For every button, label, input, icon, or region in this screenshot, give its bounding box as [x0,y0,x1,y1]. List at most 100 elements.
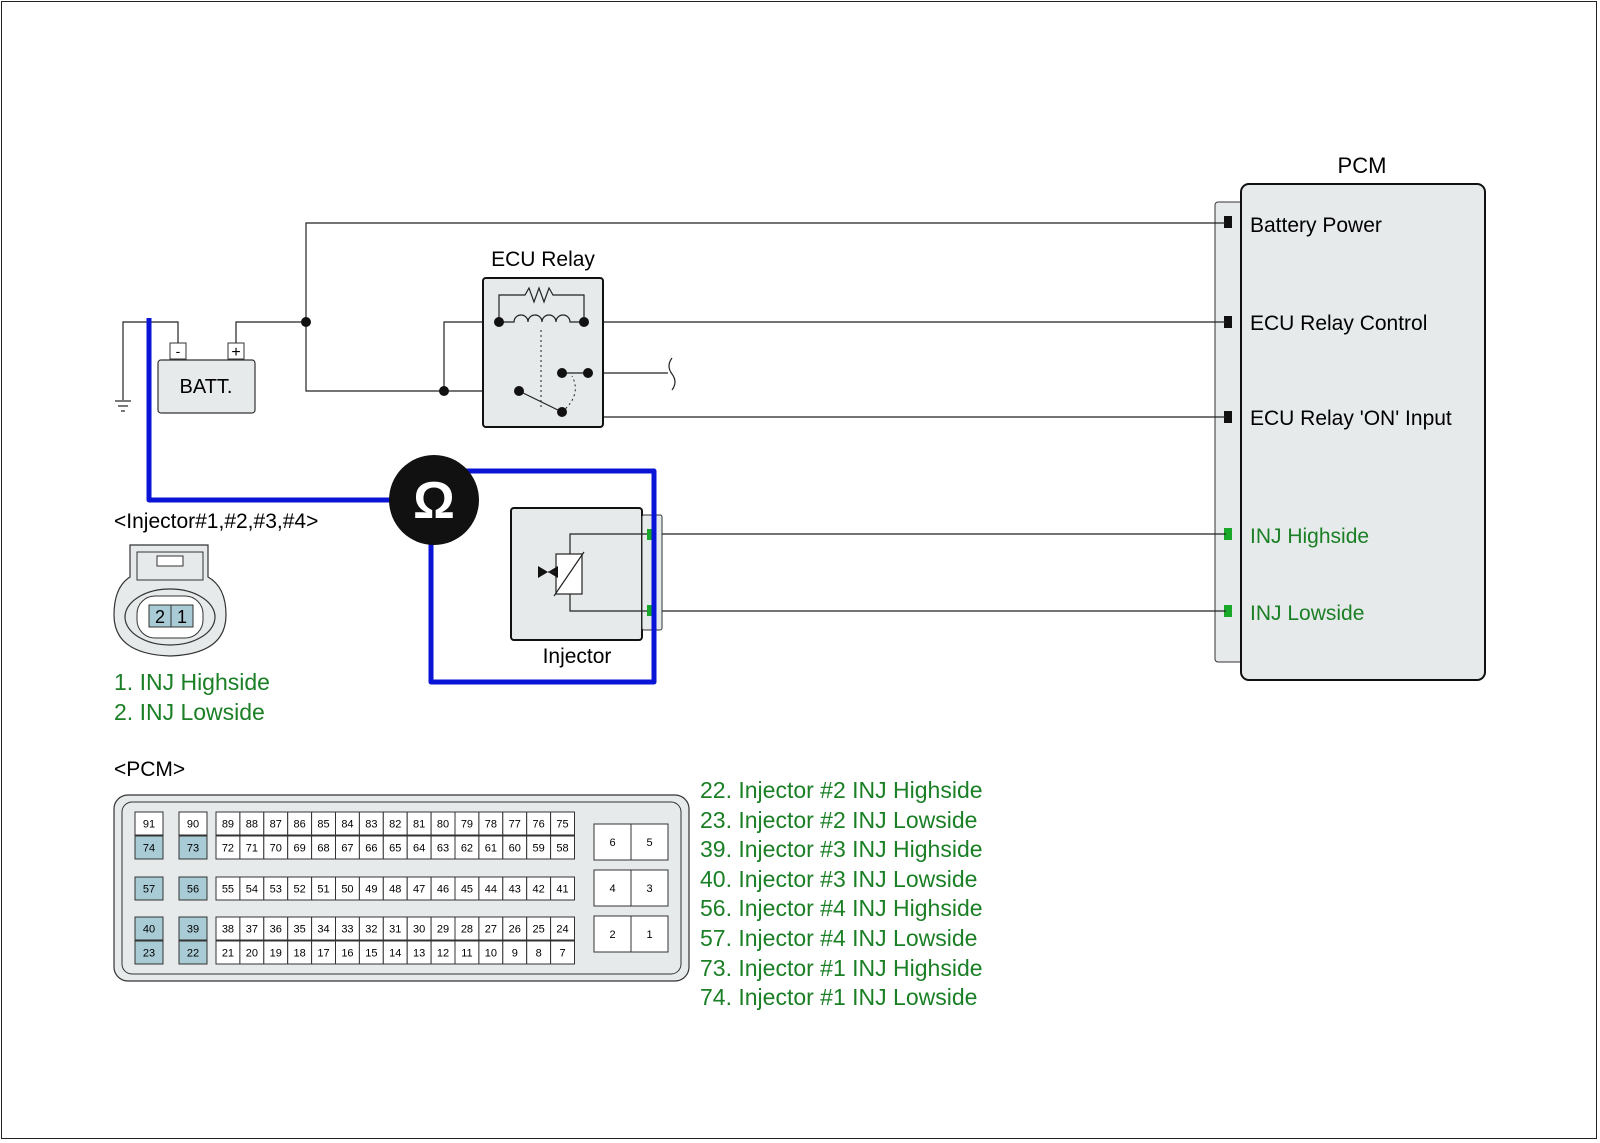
svg-text:2: 2 [155,607,165,627]
pcm-pin-label: 51 [317,884,329,896]
relay-switch-travel [561,375,576,413]
pcm-pin-label: 34 [317,924,329,936]
pcm-pin-list: 22. Injector #2 INJ Highside 23. Injecto… [700,776,983,1013]
pcm-label-battery-power: Battery Power [1250,214,1382,237]
pcm-pin-label: 28 [461,924,473,936]
pcm-pin-label: 38 [222,924,234,936]
pcm-pin-label: 6 [609,837,615,849]
junction-dots [301,317,449,396]
pcm-pin-label: 52 [294,884,306,896]
pcm-pin-7 [550,940,575,965]
pcm-pin-24 [550,916,575,941]
pcm-pin-4 [593,869,632,907]
pcm-pin-label: 11 [461,948,472,960]
pcm-pin-label: 50 [341,884,353,896]
pcm-pin-label: 33 [341,924,353,936]
pcm-pin-label: 82 [389,819,401,831]
pcm-pin-label: 68 [317,843,329,855]
pcm-pin-label: 89 [222,819,234,831]
pcm-pin-label: 45 [461,884,473,896]
pcm-pin-list-item: 73. Injector #1 INJ Highside [700,954,983,981]
pcm-pin-label: 32 [365,924,377,936]
wire-battery-positive [235,321,444,392]
ecu-relay-body [482,277,604,428]
meter-lead-injector [428,468,657,685]
injector-wire-top [569,533,650,560]
pcm-pin-label: 67 [341,843,353,855]
pcm-pin-label: 54 [246,884,258,896]
pcm-label-ecu-relay-control: ECU Relay Control [1250,312,1427,335]
pcm-pin-label: 87 [270,819,282,831]
svg-text:1: 1 [177,607,187,627]
pcm-pin-label: 91 [143,819,155,831]
pcm-pin-list-item: 57. Injector #4 INJ Lowside [700,924,978,951]
injector-connector: <Injector#1,#2,#3,#4> 2 1 [113,510,318,657]
pcm-pin-label: 49 [365,884,377,896]
pcm-pin-label: 26 [509,924,521,936]
pcm-pin-56 [178,876,208,901]
pcm-pin-label: 22 [187,948,199,960]
pcm-pin-label: 63 [437,843,449,855]
pcm-pin-label: 17 [317,948,329,960]
pcm-pin-list-item: 40. Injector #3 INJ Lowside [700,865,978,892]
injector-connector-title: <Injector#1,#2,#3,#4> [114,510,318,533]
pcm-pin-label: 36 [270,924,282,936]
pcm-pin-label: 48 [389,884,401,896]
pcm-pin-label: 35 [294,924,306,936]
pcm-pin-label: 25 [533,924,545,936]
pcm-pin-inj-lowside [1224,605,1232,617]
pcm-pin-label: 66 [365,843,377,855]
pcm-pin-label: 56 [187,884,199,896]
pcm-pin-list-item: 56. Injector #4 INJ Highside [700,895,983,922]
pcm-pin-label: 64 [413,843,425,855]
pcm-pin-label: 58 [556,843,568,855]
pcm-pin-label: 12 [437,948,449,960]
battery-negative-terminal [169,342,187,360]
pcm-pin-label: 5 [646,837,652,849]
pcm-pin-label: 7 [559,948,565,960]
pcm-pin-label: 70 [270,843,282,855]
pcm-pin-label: 1 [646,929,652,941]
pcm-pin-label: 78 [485,819,497,831]
coil-icon [499,314,584,323]
ecu-relay: ECU Relay [482,248,604,428]
pcm-pin-73 [178,835,208,860]
pcm-pin-label: 16 [341,948,353,960]
pcm-pin-label: 23 [143,948,155,960]
pcm-pin-75 [550,811,575,836]
pcm-label-inj-lowside: INJ Lowside [1250,602,1364,625]
injector-connector-pin-1 [170,604,194,628]
pcm-pin-label: 88 [246,819,258,831]
pcm-pin-list-item: 22. Injector #2 INJ Highside [700,777,983,803]
pcm-pin-58 [550,835,575,860]
pcm-pin-91 [134,811,164,836]
pcm-pin-label: 57 [143,884,155,896]
pcm-pin-label: 79 [461,819,473,831]
pcm-pin-label: 40 [143,924,155,936]
pcm-pin-label: 3 [646,883,652,895]
pcm-pin-label: 83 [365,819,377,831]
ohmmeter-icon: Ω [389,455,479,545]
pcm-pin-label: 53 [270,884,282,896]
pcm-pin-label: 24 [556,924,568,936]
pcm-pin-label: 37 [246,924,258,936]
battery: - + BATT. [157,342,256,414]
injector-pin-list: 1. INJ Highside 2. INJ Lowside [114,668,270,727]
pcm-pin-label: 10 [485,948,497,960]
pcm-pin-label: 9 [512,948,518,960]
pcm-pin-label: 20 [246,948,258,960]
pcm-pin-label: 29 [437,924,449,936]
ground-icon [115,400,131,412]
injector-wire-bottom [569,594,650,612]
battery-positive-terminal [227,342,245,360]
pcm-pin-label: 19 [270,948,282,960]
pcm-pin-battery-power [1224,216,1232,228]
pcm-pin-label: 13 [413,948,425,960]
pcm-title: PCM [1338,153,1387,178]
pcm-pin-label: 76 [533,819,545,831]
pcm-pin-label: 73 [187,843,199,855]
wiring [122,222,1226,612]
pcm-pin-label: 8 [536,948,542,960]
